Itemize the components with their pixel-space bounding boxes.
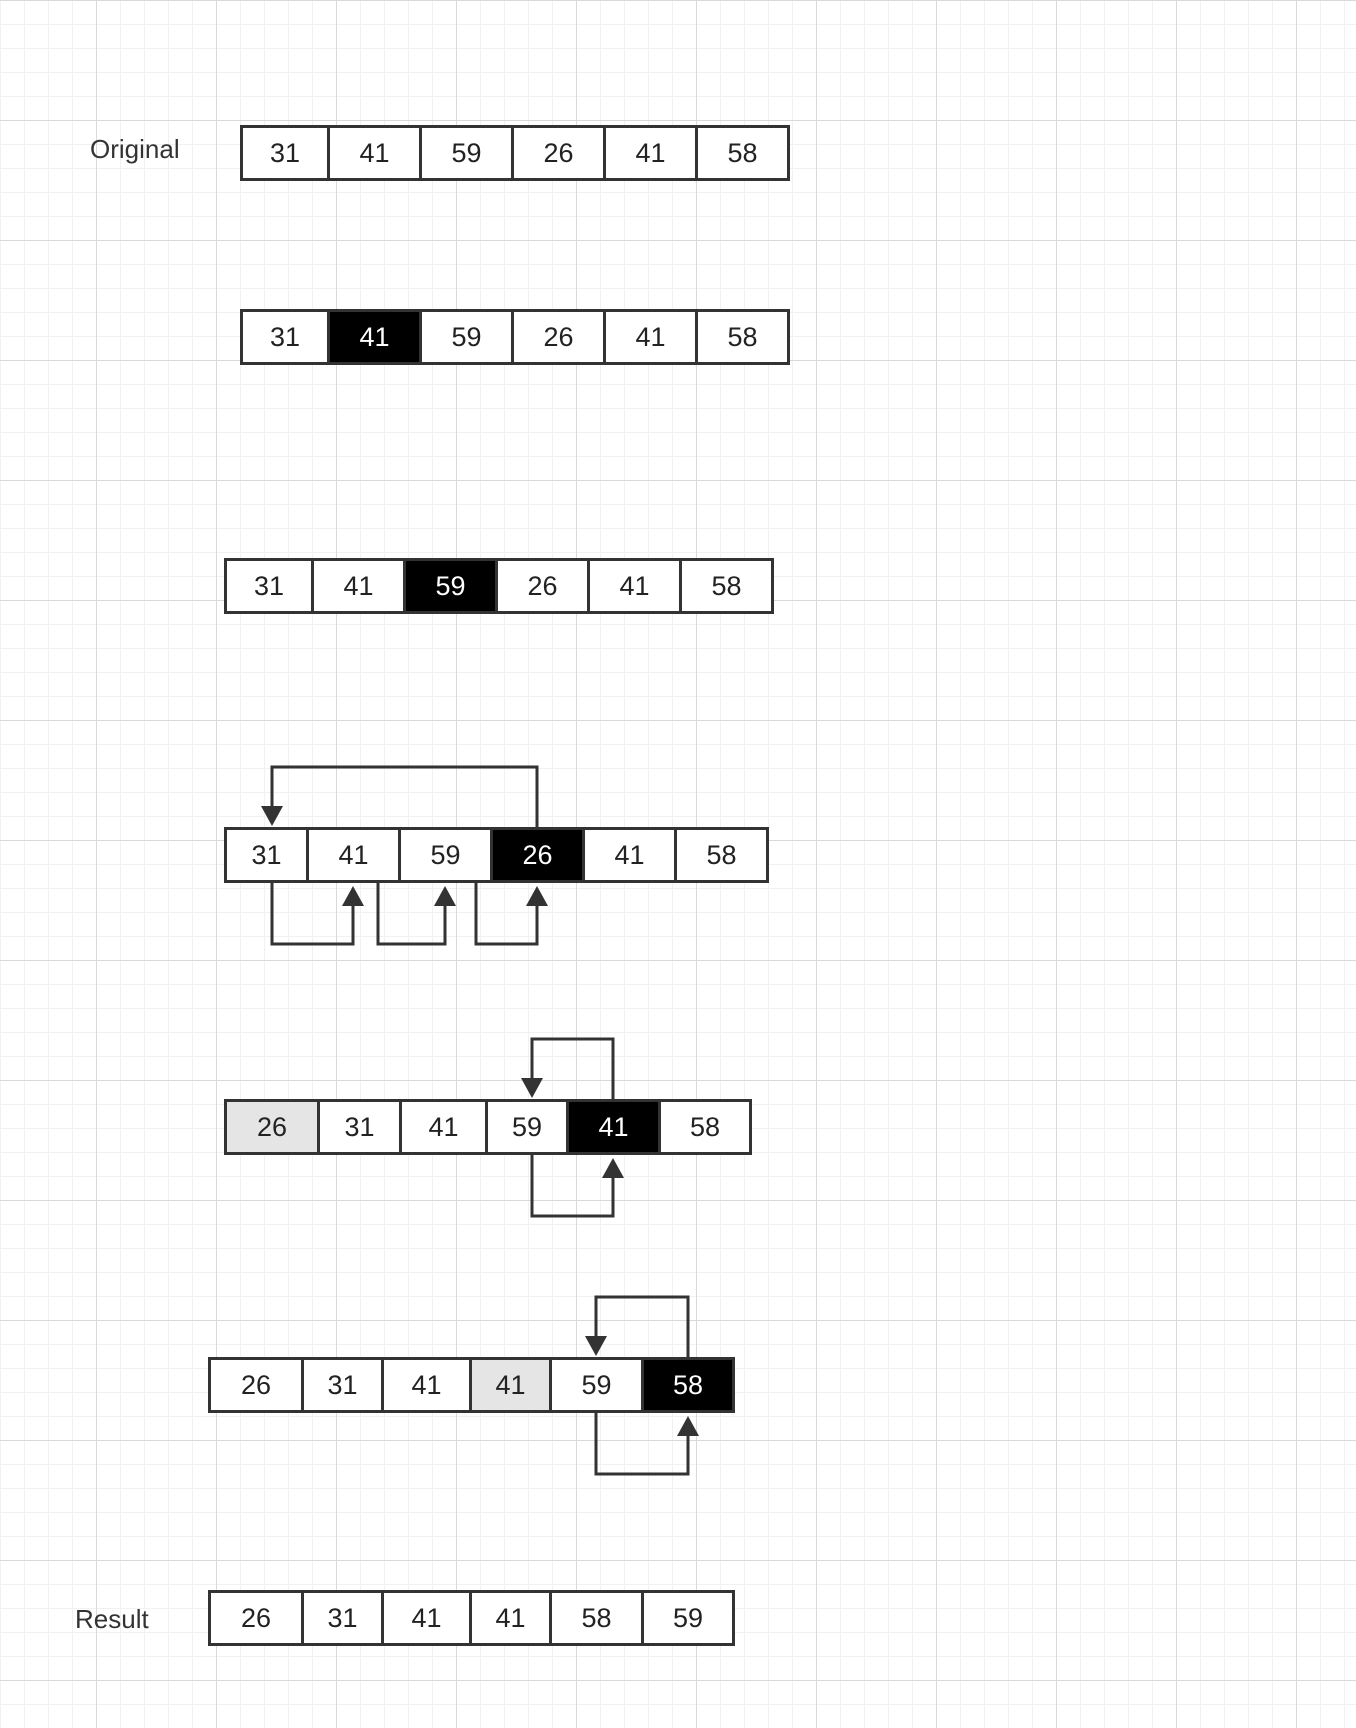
array-cell: 26: [514, 128, 606, 178]
array-cell-key: 59: [406, 561, 498, 611]
arrow-head: [602, 1158, 624, 1178]
array-cell: 59: [422, 312, 514, 362]
array-cell: 58: [682, 561, 771, 611]
array-cell: 41: [590, 561, 682, 611]
array-cell: 26: [498, 561, 590, 611]
array-cell: 31: [227, 561, 314, 611]
array-cell-key: 26: [493, 830, 585, 880]
array-cell: 58: [661, 1102, 749, 1152]
array-row-step-5: 26 31 41 41 59 58: [208, 1357, 735, 1413]
array-cell: 31: [243, 312, 330, 362]
arrow-head: [526, 886, 548, 906]
result-label: Result: [75, 1604, 149, 1634]
array-cell-key: 58: [644, 1360, 732, 1410]
array-cell: 58: [698, 128, 787, 178]
array-row-step-2: 31 41 59 26 41 58: [224, 558, 774, 614]
array-cell: 59: [422, 128, 514, 178]
array-cell: 59: [644, 1593, 732, 1643]
move-arrow: [594, 1295, 690, 1357]
move-arrow: [270, 765, 539, 827]
array-cell: 58: [677, 830, 766, 880]
array-cell: 31: [304, 1360, 384, 1410]
arrow-head: [585, 1336, 607, 1356]
array-cell: 41: [402, 1102, 488, 1152]
array-cell: 59: [488, 1102, 569, 1152]
arrow-head: [434, 886, 456, 906]
array-cell-key: 41: [569, 1102, 661, 1152]
array-cell: 41: [309, 830, 401, 880]
array-cell: 26: [211, 1360, 304, 1410]
shift-arrow: [376, 883, 447, 946]
array-cell: 31: [304, 1593, 384, 1643]
array-cell: 41: [330, 128, 422, 178]
array-cell: 41: [606, 128, 698, 178]
array-cell-key: 41: [330, 312, 422, 362]
array-cell: 58: [552, 1593, 644, 1643]
arrow-head: [521, 1078, 543, 1098]
original-label: Original: [90, 134, 180, 164]
array-row-step-4: 26 31 41 59 41 58: [224, 1099, 752, 1155]
arrow-head: [677, 1416, 699, 1436]
shift-arrow: [594, 1413, 690, 1476]
array-cell-placed: 26: [227, 1102, 320, 1152]
shift-arrow: [270, 883, 355, 946]
arrow-head: [261, 806, 283, 826]
array-cell: 31: [227, 830, 309, 880]
array-cell: 59: [552, 1360, 644, 1410]
array-cell: 41: [585, 830, 677, 880]
array-cell: 41: [606, 312, 698, 362]
array-cell: 26: [211, 1593, 304, 1643]
array-row-step-1: 31 41 59 26 41 58: [240, 309, 790, 365]
array-row-original: 31 41 59 26 41 58: [240, 125, 790, 181]
array-cell: 58: [698, 312, 787, 362]
array-cell-placed: 41: [472, 1360, 552, 1410]
array-cell: 41: [384, 1593, 472, 1643]
array-cell: 59: [401, 830, 493, 880]
array-cell: 26: [514, 312, 606, 362]
array-row-step-3: 31 41 59 26 41 58: [224, 827, 769, 883]
array-cell: 41: [314, 561, 406, 611]
move-arrow: [530, 1037, 615, 1099]
array-cell: 31: [320, 1102, 402, 1152]
shift-arrow: [474, 883, 539, 946]
arrow-head: [342, 886, 364, 906]
array-row-result: 26 31 41 41 58 59: [208, 1590, 735, 1646]
shift-arrow: [530, 1155, 615, 1218]
array-cell: 31: [243, 128, 330, 178]
array-cell: 41: [384, 1360, 472, 1410]
array-cell: 41: [472, 1593, 552, 1643]
